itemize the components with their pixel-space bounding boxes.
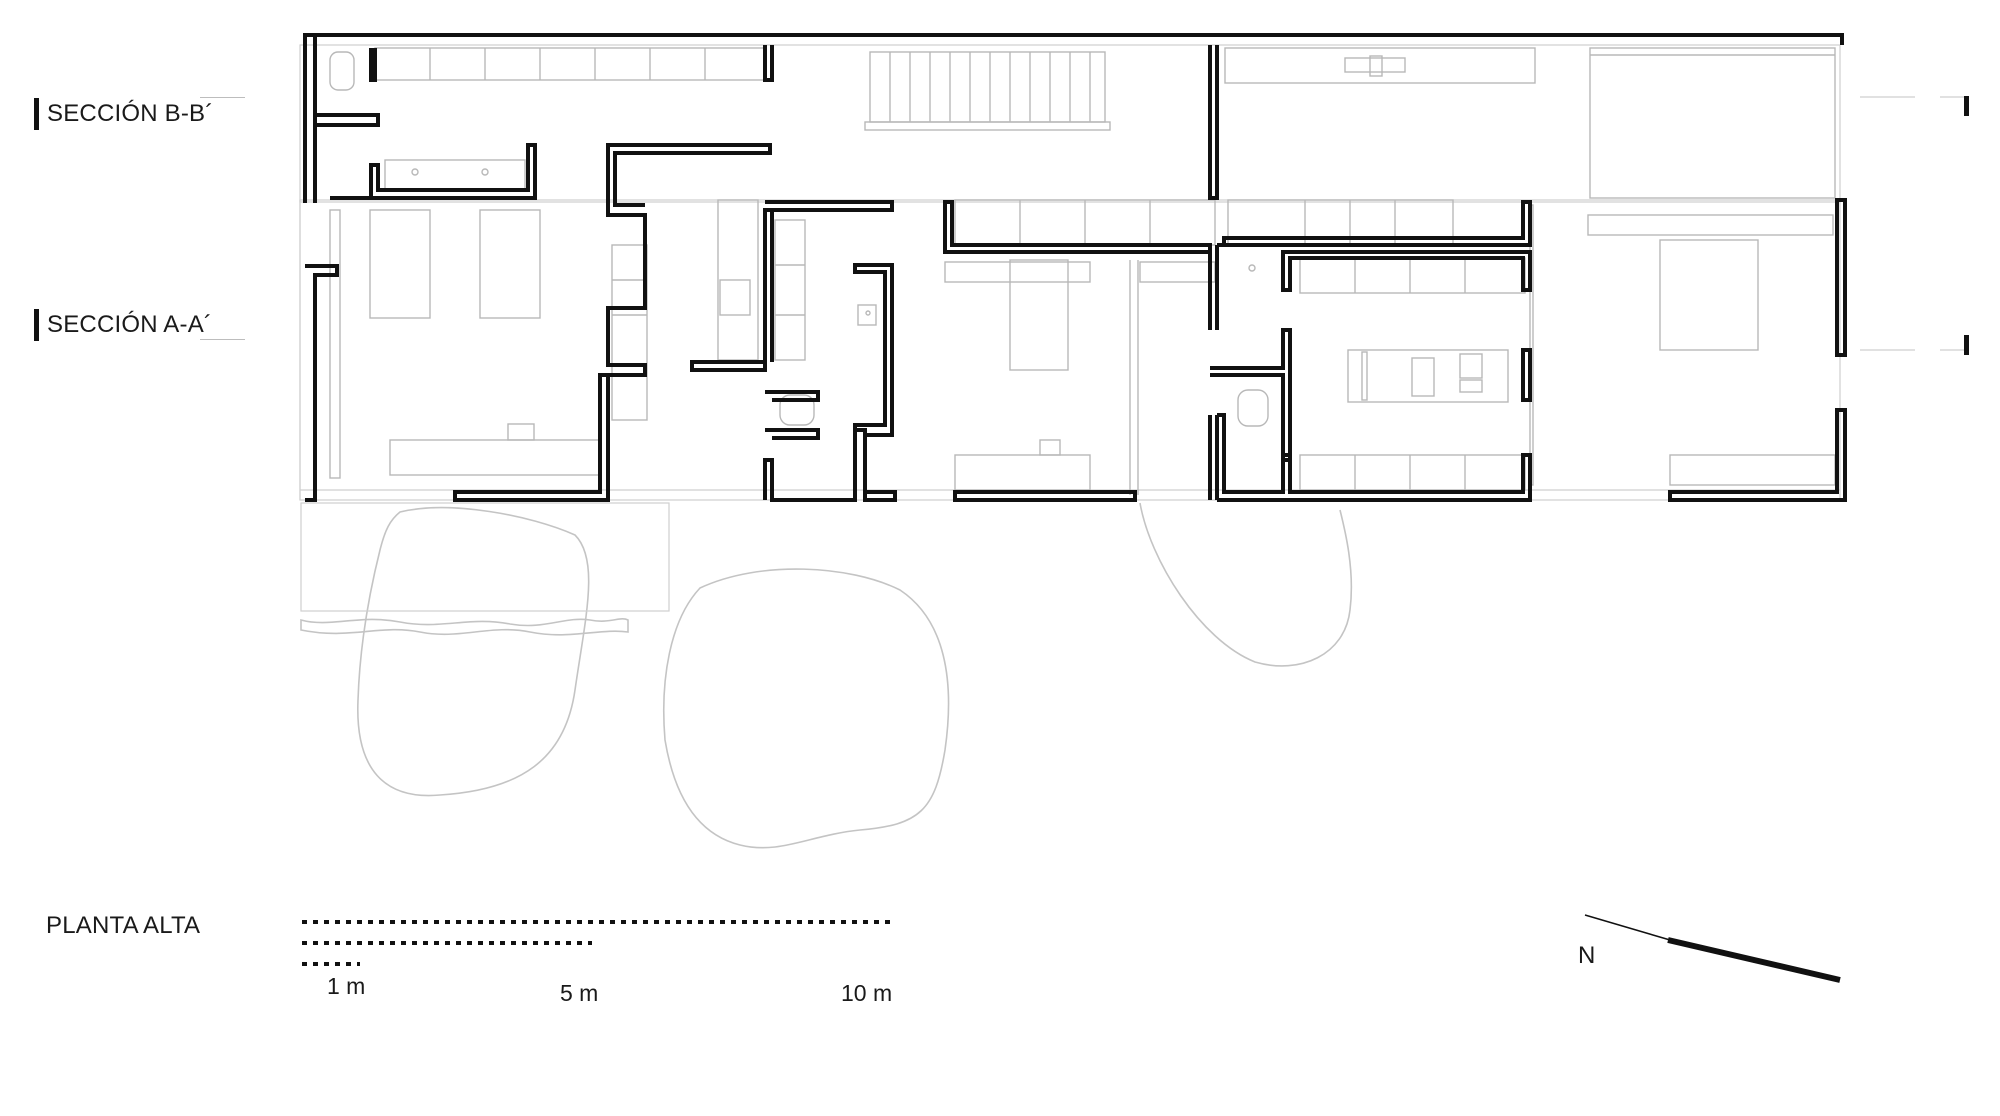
wall-right-top <box>1217 200 1532 247</box>
wall-corridor-left <box>453 143 772 502</box>
bed-2 <box>479 209 541 319</box>
section-b-right-tick <box>1964 96 1969 116</box>
section-a-label: SECCIÓN A-A´ <box>47 311 213 338</box>
north-arrow-thick <box>1667 937 1841 983</box>
toilet-mid <box>779 394 815 426</box>
desk-right <box>1669 454 1836 486</box>
tree-3 <box>1139 502 1353 667</box>
terrace-edge <box>300 618 629 636</box>
terrace-top-right <box>1589 47 1836 199</box>
section-b-line <box>200 97 245 98</box>
wall-core-left <box>690 360 767 372</box>
terrace <box>300 502 670 636</box>
wall-bath-left <box>315 113 380 127</box>
closet-column <box>611 244 648 421</box>
bed-4 <box>1659 239 1759 351</box>
wall-right-inner-top <box>1281 250 1532 292</box>
wall-right-stub <box>1521 348 1532 402</box>
tree-2 <box>662 568 950 849</box>
toilet-top-left <box>329 51 355 91</box>
wall-bath-div <box>369 48 377 82</box>
bed-3 <box>1009 259 1069 371</box>
bed-1 <box>369 209 431 319</box>
north-arrow-thin <box>1584 914 1671 941</box>
scale-mark-1m: 1 m <box>327 973 366 999</box>
tree-outlines <box>357 502 1353 849</box>
wall-right-bath2 <box>1283 328 1292 380</box>
desk-mid <box>954 454 1091 491</box>
section-a-right-tick <box>1964 335 1969 355</box>
storage-top-right <box>1224 47 1536 84</box>
wall-far-right-bottom <box>1668 408 1847 502</box>
wall-mid-top <box>943 200 1212 254</box>
staircase <box>864 51 1111 131</box>
wall-bath-bottom <box>330 143 537 200</box>
wall-left-lower <box>305 264 339 502</box>
wall-top <box>303 33 1844 203</box>
wall-divider-1210 <box>1208 45 1219 200</box>
section-a-line <box>200 339 245 340</box>
island <box>1347 349 1509 403</box>
cabinets-right-mid <box>1299 257 1526 294</box>
wall-right-bath <box>1210 328 1292 462</box>
fixtures <box>299 44 1841 501</box>
double-sink <box>384 159 526 191</box>
wall-core-mid <box>765 390 820 402</box>
section-b-label: SECCIÓN B-B´ <box>47 100 214 127</box>
terrace-outline <box>300 502 670 612</box>
wall-core-mid2 <box>765 428 820 440</box>
scale-mark-10m: 10 m <box>841 980 893 1006</box>
wall-far-right-top <box>1835 198 1847 357</box>
toilet-right <box>1237 389 1269 427</box>
scale-bar <box>302 920 892 966</box>
cabinets-top-left <box>374 47 766 81</box>
section-right-markers <box>1860 96 1969 355</box>
section-b-marker <box>34 98 39 130</box>
cabinets-right-bottom <box>1299 454 1526 491</box>
scale-mark-5m: 5 m <box>560 980 599 1006</box>
section-a-marker <box>34 309 39 341</box>
plan-title: PLANTA ALTA <box>46 912 201 939</box>
north-label: N <box>1578 942 1596 969</box>
upper-wing-frame <box>299 44 1841 203</box>
wall-right-bottom <box>1217 413 1532 502</box>
desk-left <box>389 439 601 476</box>
wall-core-top <box>763 200 894 370</box>
tree-1 <box>357 506 590 797</box>
wall-mid-bottom <box>953 490 1137 502</box>
north-arrow <box>1584 914 1841 983</box>
wall-upper-divider-1 <box>763 45 774 82</box>
wall-core <box>763 263 897 502</box>
walls <box>303 33 1847 502</box>
